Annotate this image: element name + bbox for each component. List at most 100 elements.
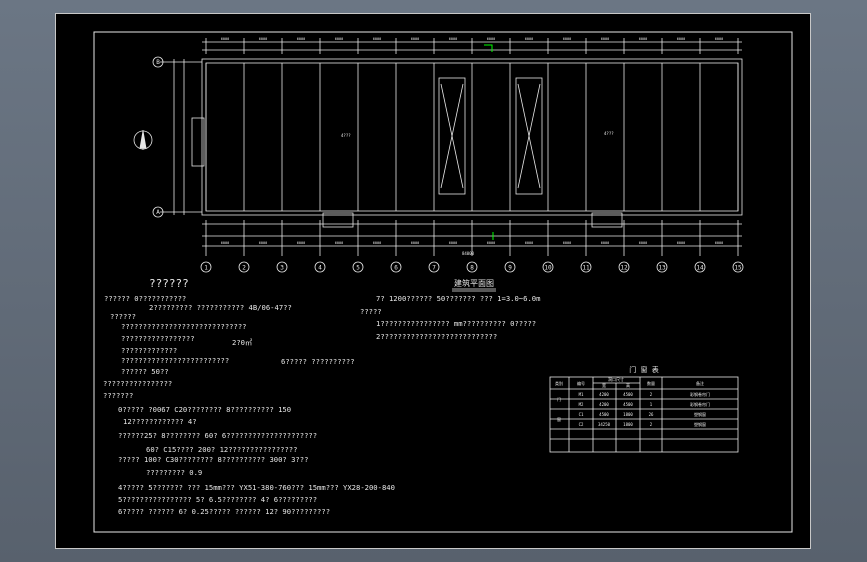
- note-line: ???????: [103, 391, 133, 400]
- note-line: 2?0㎡: [232, 338, 252, 347]
- notes-heading: ??????: [149, 277, 189, 290]
- dim-label-top: 6000: [373, 37, 381, 41]
- plan-drawing: 6000 6000 6000 6000 6000 6000 6000 6000 6000 6000…: [93, 31, 793, 533]
- dim-label-top: 6000: [639, 37, 647, 41]
- note-line: ??????: [110, 312, 136, 321]
- axis-bubble-14: [694, 261, 706, 273]
- table-header-cell: 数量: [647, 380, 655, 386]
- table-cell: M1: [579, 392, 584, 397]
- axis-number: 12: [620, 265, 628, 272]
- table-header-cell: 宽: [602, 382, 606, 388]
- table-header-cell: 类别: [555, 380, 563, 386]
- axis-number: 4: [318, 265, 322, 272]
- drawing-sheet[interactable]: 6000 6000 6000 6000 6000 6000 6000 6000 6000 6000…: [55, 13, 811, 549]
- table-cell: 4200: [599, 392, 609, 397]
- bottom-door-1: [322, 212, 354, 228]
- axis-number: 10: [544, 265, 552, 272]
- axis-bubble-b: [152, 56, 164, 68]
- table-cell: 34250: [598, 422, 611, 427]
- table-cell: 彩钢卷帘门: [690, 391, 710, 397]
- axis-bubble-8: [466, 261, 478, 273]
- note-line: ????? 100? C30???????? 8?????????? 300? …: [118, 455, 308, 464]
- dim-label-top: 6000: [715, 37, 723, 41]
- dim-label-bottom: 6000: [639, 241, 647, 245]
- axis-bubble-10: [542, 261, 554, 273]
- note-line: ?????????????????????????: [121, 356, 229, 365]
- roll-door-2: [515, 77, 543, 195]
- note-line-right: 7? 1200?????? 50??????? ??? 1=3.0~6.0m: [376, 294, 540, 303]
- table-cell: M2: [579, 402, 584, 407]
- table-cell: 4200: [599, 402, 609, 407]
- axis-bubble-a: [152, 206, 164, 218]
- axis-number: 15: [734, 265, 742, 272]
- note-line: 6????? ??????????: [281, 357, 355, 366]
- dim-label-top: 6000: [411, 37, 419, 41]
- axis-number: 1: [204, 265, 208, 272]
- note-line: ????????? 0.9: [146, 468, 202, 477]
- left-entrance: [191, 117, 205, 167]
- axis-bubble-1: [200, 261, 212, 273]
- dim-label-top: 6000: [487, 37, 495, 41]
- axis-bubble-3: [276, 261, 288, 273]
- axis-letter-a: A: [156, 209, 160, 216]
- dim-label-top: 6000: [525, 37, 533, 41]
- axis-number: 9: [508, 265, 512, 272]
- table-cell: 2: [650, 392, 653, 397]
- north-arrow-icon: [133, 130, 153, 150]
- door-window-table: [549, 376, 739, 453]
- dim-label-bottom: 6000: [373, 241, 381, 245]
- note-line: ????????????????: [103, 379, 172, 388]
- note-line: ?????????????: [121, 346, 177, 355]
- building-outer-wall: [201, 58, 743, 216]
- dim-label-bottom: 6000: [715, 241, 723, 245]
- note-line-right: 2???????????????????????????: [376, 332, 497, 341]
- table-cell: C1: [579, 412, 584, 417]
- table-cell: C2: [579, 422, 584, 427]
- floor-plan: [160, 38, 743, 256]
- dim-label-top: 6000: [677, 37, 685, 41]
- table-header-cell: 编号: [577, 380, 585, 386]
- axis-number: 8: [470, 265, 474, 272]
- axis-bubble-11: [580, 261, 592, 273]
- roll-door-1: [438, 77, 466, 195]
- axis-bubble-13: [656, 261, 668, 273]
- note-line-right: ?????: [360, 307, 382, 316]
- table-cell: 1: [650, 402, 653, 407]
- total-dimension: 84000: [462, 251, 475, 256]
- plan-title: 建筑平面图: [454, 278, 494, 288]
- axis-number: 5: [356, 265, 360, 272]
- room-label-2: 4???: [604, 131, 614, 136]
- table-header-cell: 高: [626, 382, 630, 388]
- axis-bubble-2: [238, 261, 250, 273]
- note-line: 0????? ?0067 C20???????? 8?????????? 150: [118, 405, 291, 414]
- room-label-1: 4???: [341, 133, 351, 138]
- table-cell: 窗: [557, 416, 561, 422]
- dim-label-top: 6000: [449, 37, 457, 41]
- note-line: 6????? ?????? 6? 0.25????? ?????? 12? 90…: [118, 507, 330, 516]
- dim-label-bottom: 6000: [221, 241, 229, 245]
- axis-number: 11: [582, 265, 590, 272]
- table-title: 门 窗 表: [629, 365, 658, 374]
- note-line: 5???????????????? 5? 6.5???????? 4? 6???…: [118, 495, 317, 504]
- table-cell: 塑钢窗: [694, 411, 706, 417]
- dim-label-bottom: 6000: [335, 241, 343, 245]
- dim-label-top: 6000: [221, 37, 229, 41]
- axis-bubble-5: [352, 261, 364, 273]
- table-cell: 2: [650, 422, 653, 427]
- table-cell: 4500: [623, 402, 633, 407]
- table-cell: 1800: [623, 422, 633, 427]
- axis-bubble-15: [732, 261, 744, 273]
- dim-label-bottom: 6000: [449, 241, 457, 245]
- dim-label-bottom: 6000: [563, 241, 571, 245]
- dim-label-bottom: 6000: [297, 241, 305, 245]
- note-line: ?????????????????????????????: [121, 322, 247, 331]
- table-cell: 门: [557, 396, 561, 402]
- table-cell: 塑钢窗: [694, 421, 706, 427]
- axis-number: 2: [242, 265, 246, 272]
- axis-bubble-12: [618, 261, 630, 273]
- axis-bubble-7: [428, 261, 440, 273]
- dim-label-bottom: 6000: [601, 241, 609, 245]
- table-header-cell: 洞口尺寸: [608, 376, 624, 382]
- axis-bubble-4: [314, 261, 326, 273]
